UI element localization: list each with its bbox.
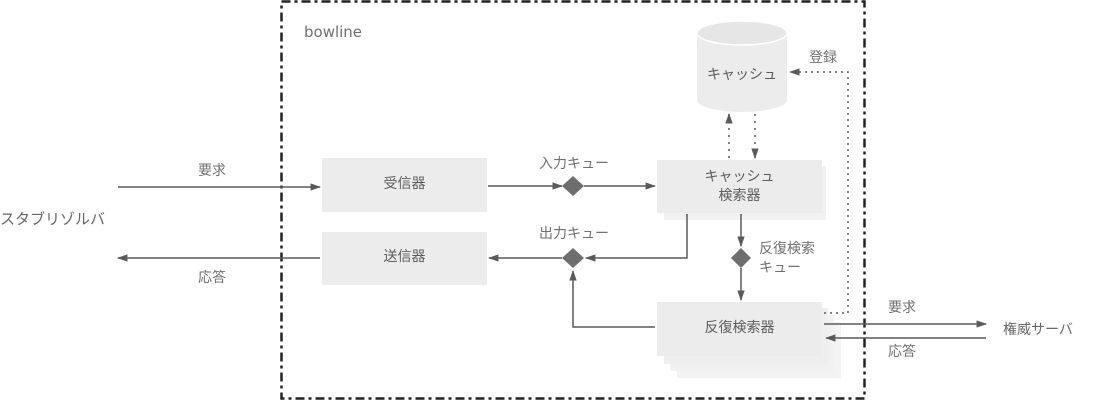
server-request-label: 要求 — [888, 300, 916, 316]
register-arrow — [788, 68, 849, 314]
output-queue-label: 出力キュー — [539, 226, 609, 242]
output-queue-diamond — [562, 248, 584, 268]
iterative-searcher-box[interactable] — [657, 302, 822, 356]
iterative-queue-label-line1: 反復検索 — [759, 241, 815, 257]
iterative-searcher-to-output-queue — [569, 269, 655, 328]
cache-cylinder[interactable] — [696, 20, 788, 112]
iterative-searcher-label: 反復検索器 — [704, 320, 775, 336]
input-queue-diamond — [562, 176, 584, 196]
authoritative-server-label: 権威サーバ — [1003, 322, 1073, 338]
client-request-label: 要求 — [198, 163, 226, 179]
iterative-queue-label-line2: キュー — [759, 260, 801, 276]
cache-searcher-label-line1: キャッシュ — [704, 169, 775, 185]
stub-resolver-label: スタブリゾルバ — [0, 210, 106, 228]
sender-box[interactable] — [322, 232, 487, 285]
boundary-label: bowline — [304, 23, 363, 41]
register-label: 登録 — [809, 50, 837, 66]
cache-searcher-to-output-queue — [584, 214, 688, 262]
cache-searcher-label-line2: 検索器 — [718, 188, 761, 204]
iterative-queue-label: 反復検索 キュー — [759, 240, 815, 278]
server-response-label: 応答 — [888, 344, 916, 360]
sender-label: 送信器 — [383, 249, 426, 265]
bowline-boundary — [280, 0, 866, 400]
client-response-label: 応答 — [198, 270, 226, 286]
receiver-box[interactable] — [322, 158, 487, 212]
cache-searcher-box[interactable] — [657, 160, 822, 213]
cache-label: キャッシュ — [707, 67, 777, 83]
cache-searcher-label: キャッシュ 検索器 — [657, 168, 822, 206]
iterative-queue-diamond — [731, 248, 751, 268]
receiver-label: 受信器 — [383, 176, 426, 192]
input-queue-label: 入力キュー — [539, 156, 609, 172]
